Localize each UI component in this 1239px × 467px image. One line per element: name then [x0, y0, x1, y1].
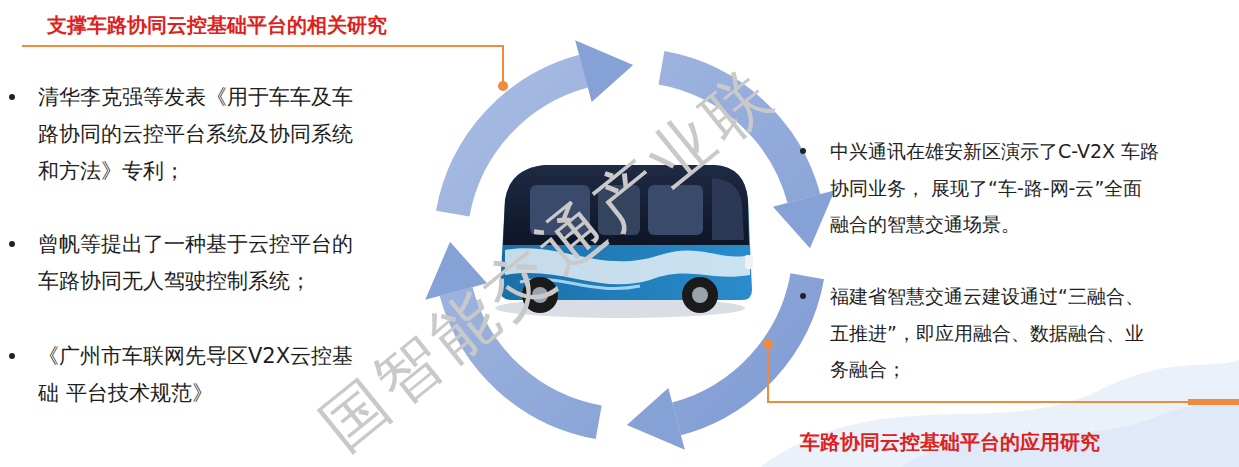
leader-dot	[763, 339, 773, 349]
bullet-dot	[9, 241, 15, 247]
arrowhead	[627, 388, 685, 450]
watermark: 国智能交通产业联	[308, 55, 787, 462]
section-heading: 支撑车路协同云控基础平台的相关研究	[47, 11, 387, 39]
leader-line	[22, 46, 503, 84]
bullet-text: 清华李克强等发表《用于车车及车 路协同的云控平台系统及协同系统 和方法》专利；	[38, 79, 366, 190]
section-heading: 车路协同云控基础平台的应用研究	[800, 428, 1100, 456]
bullet-text: 曾帆等提出了一种基于云控平台的 车路协同无人驾驶控制系统；	[38, 226, 366, 300]
bullet-dot	[800, 148, 806, 154]
leader-dot	[498, 81, 508, 91]
bullet-dot	[9, 353, 15, 359]
bullet-text: 福建省智慧交通云建设通过“三融合、 五推进”，即应用融合、数据融合、业 务融合；	[830, 278, 1161, 388]
leader-bar	[1188, 399, 1239, 405]
arrowhead	[773, 190, 835, 248]
bullet-dot	[800, 293, 806, 299]
bullet-text: 中兴通讯在雄安新区演示了C-V2X 车路 协同业务， 展现了“车-路-网-云”全…	[830, 133, 1161, 243]
arrowhead	[575, 40, 633, 102]
bullet-dot	[9, 94, 15, 100]
